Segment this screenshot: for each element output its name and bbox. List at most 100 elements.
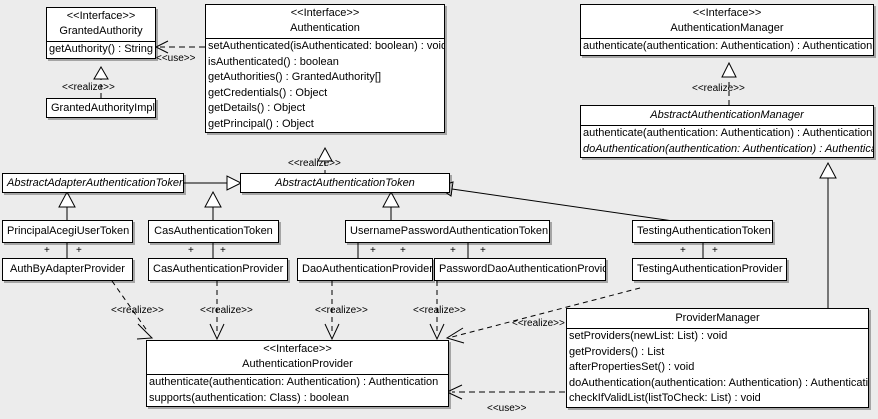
edge-label-realize-abstractauthenticationmanager: <<realize>> [692, 83, 745, 94]
association-marker-plus: + [712, 245, 718, 256]
association-marker-plus: + [370, 245, 376, 256]
edge-label-realize-authbyadapterprovider: <<realize>> [111, 305, 164, 316]
edge-generalization-testingauthenticationtoken [436, 181, 681, 223]
member-row: getDetails() : Object [208, 102, 306, 114]
class-name: Authentication [290, 22, 360, 34]
class-header: TestingAuthenticationToken [633, 221, 772, 241]
edge-label-use-authentication-grantedauthority: <<use>> [156, 53, 196, 64]
class-cas-authentication-provider[interactable]: CasAuthenticationProvider [148, 258, 288, 281]
class-name: CasAuthenticationToken [154, 225, 273, 237]
association-marker-plus: + [400, 245, 406, 256]
member-row: authenticate(authentication: Authenticat… [583, 127, 873, 139]
compartment-divider [147, 374, 448, 375]
class-header: AbstractAdapterAuthenticationToken [3, 174, 184, 192]
class-name: AbstractAuthenticationToken [275, 177, 415, 189]
stereotype-label: <<Interface>> [263, 343, 332, 355]
association-marker-plus: + [680, 245, 686, 256]
member-row: doAuthentication(authentication: Authent… [583, 142, 874, 155]
edge-label-realize-casauthenticationprovider: <<realize>> [200, 305, 253, 316]
edge-label-realize-daoauthenticationprovider: <<realize>> [315, 305, 368, 316]
edge-use-providermanager-authenticationprovider [445, 384, 565, 400]
class-authentication-manager[interactable]: <<Interface>> AuthenticationManager auth… [580, 4, 874, 56]
members-compartment: setProviders(newList: List) : void getPr… [567, 329, 868, 407]
class-name: AbstractAdapterAuthenticationToken [7, 177, 184, 189]
edge-label-use-providermanager: <<use>> [487, 403, 527, 414]
member-row: getAuthority() : String [49, 43, 153, 55]
class-name: UsernamePasswordAuthenticationToken [350, 225, 549, 237]
class-dao-authentication-provider[interactable]: DaoAuthenticationProvider [297, 258, 433, 281]
class-granted-authority-impl[interactable]: GrantedAuthorityImpl [46, 98, 156, 118]
class-name: PasswordDaoAuthenticationProvider [439, 263, 606, 275]
association-marker-plus: + [480, 245, 486, 256]
class-username-password-authentication-token[interactable]: UsernamePasswordAuthenticationToken [345, 220, 550, 243]
class-abstract-authentication-manager[interactable]: AbstractAuthenticationManager authentica… [580, 105, 874, 158]
edge-label-realize-passworddaoauthenticationprovider: <<realize>> [413, 305, 466, 316]
edge-label-realize-testingauthenticationprovider: <<realize>> [512, 318, 565, 329]
class-header: CasAuthenticationProvider [149, 259, 287, 279]
members-compartment: setAuthenticated(isAuthenticated: boolea… [206, 39, 444, 132]
class-header: PasswordDaoAuthenticationProvider [435, 259, 605, 279]
association-marker-plus: + [76, 245, 82, 256]
edge-generalization-casauthenticationtoken [204, 190, 222, 220]
edge-generalization-abstractadapter-abstractauthenticationtoken [183, 175, 243, 191]
compartment-divider [47, 41, 155, 42]
class-header: AuthByAdapterProvider [3, 259, 132, 279]
class-cas-authentication-token[interactable]: CasAuthenticationToken [148, 220, 279, 243]
class-principal-acegi-user-token[interactable]: PrincipalAcegiUserToken [2, 220, 133, 243]
class-name: TestingAuthenticationToken [637, 225, 771, 237]
class-header: TestingAuthenticationProvider [633, 259, 786, 279]
stereotype-label: <<Interface>> [290, 7, 360, 19]
class-header: AbstractAuthenticationToken [241, 174, 449, 192]
edge-label-realize-grantedauthorityimpl: <<realize>> [62, 82, 115, 93]
class-name: AuthByAdapterProvider [10, 263, 125, 275]
class-password-dao-authentication-provider[interactable]: PasswordDaoAuthenticationProvider [434, 258, 606, 281]
member-row: authenticate(authentication: Authenticat… [583, 40, 873, 52]
class-abstract-adapter-authentication-token[interactable]: AbstractAdapterAuthenticationToken [2, 173, 184, 193]
members-compartment: authenticate(authentication: Authenticat… [581, 39, 873, 55]
member-row: setProviders(newList: List) : void [569, 330, 728, 342]
class-name: CasAuthenticationProvider [153, 263, 284, 275]
member-row: supports(authentication: Class) : boolea… [149, 391, 349, 404]
stereotype-label: <<Interface>> [692, 7, 762, 19]
edge-generalization-principalacegiusertoken [58, 190, 76, 220]
members-compartment: authenticate(authentication: Authenticat… [581, 126, 873, 157]
class-header: AbstractAuthenticationManager [581, 106, 873, 125]
class-header: <<Interface>> AuthenticationManager [581, 5, 873, 38]
class-header: PrincipalAcegiUserToken [3, 221, 132, 241]
association-marker-plus: + [450, 245, 456, 256]
member-row: checkIfValidList(listToCheck: List) : vo… [569, 392, 761, 404]
class-name: PrincipalAcegiUserToken [7, 225, 130, 237]
members-compartment: getAuthority() : String [47, 42, 155, 58]
class-header: DaoAuthenticationProvider [298, 259, 432, 279]
class-testing-authentication-token[interactable]: TestingAuthenticationToken [632, 220, 773, 243]
member-row: getPrincipal() : Object [208, 117, 314, 130]
association-marker-plus: + [44, 245, 50, 256]
members-compartment: authenticate(authentication: Authenticat… [147, 375, 448, 406]
class-name: GrantedAuthorityImpl [51, 102, 155, 114]
class-auth-by-adapter-provider[interactable]: AuthByAdapterProvider [2, 258, 133, 281]
compartment-divider [581, 125, 873, 126]
edge-label-realize-abstractauthenticationtoken: <<realize>> [288, 158, 341, 169]
class-authentication[interactable]: <<Interface>> Authentication setAuthenti… [205, 4, 445, 133]
class-name: ProviderManager [675, 312, 760, 324]
class-name: GrantedAuthority [59, 25, 143, 37]
class-name: TestingAuthenticationProvider [637, 263, 783, 275]
class-authentication-provider[interactable]: <<Interface>> AuthenticationProvider aut… [146, 340, 449, 407]
association-marker-plus: + [188, 245, 194, 256]
compartment-divider [206, 38, 444, 39]
class-abstract-authentication-token[interactable]: AbstractAuthenticationToken [240, 173, 450, 193]
class-header: <<Interface>> GrantedAuthority [47, 8, 155, 41]
member-row: doAuthentication(authentication: Authent… [569, 376, 869, 389]
compartment-divider [567, 328, 868, 329]
class-header: ProviderManager [567, 309, 868, 328]
class-testing-authentication-provider[interactable]: TestingAuthenticationProvider [632, 258, 787, 281]
edge-generalization-usernamepasswordauthenticationtoken [382, 190, 400, 220]
class-provider-manager[interactable]: ProviderManager setProviders(newList: Li… [566, 308, 869, 408]
class-header: UsernamePasswordAuthenticationToken [346, 221, 549, 241]
compartment-divider [581, 38, 873, 39]
class-name: AuthenticationManager [670, 22, 784, 34]
edge-use-authentication-grantedauthority [154, 40, 205, 54]
stereotype-label: <<Interface>> [66, 10, 136, 22]
member-row: getProviders() : List [569, 345, 665, 358]
class-granted-authority[interactable]: <<Interface>> GrantedAuthority getAuthor… [46, 7, 156, 59]
